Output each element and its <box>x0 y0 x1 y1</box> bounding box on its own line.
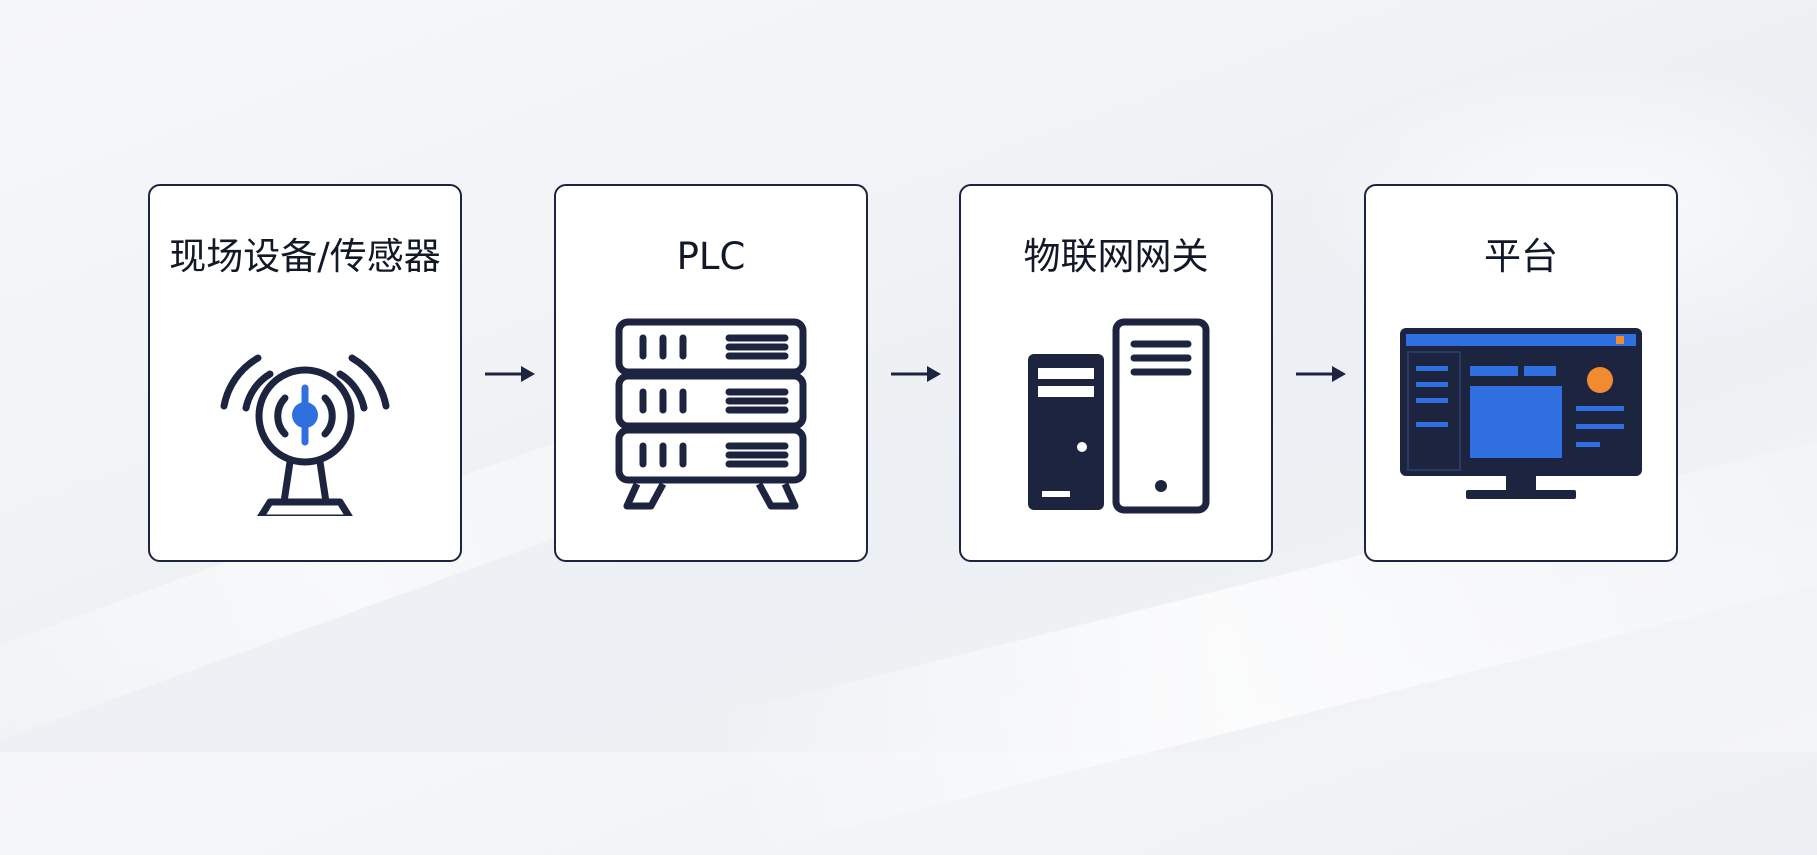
step-card-gateway: 物联网网关 <box>959 184 1273 562</box>
step-card-platform: 平台 <box>1364 184 1678 562</box>
step-card-sensor: 现场设备/传感器 <box>148 184 462 562</box>
arrow-right-icon <box>1296 366 1346 382</box>
dashboard-monitor-icon <box>1400 328 1642 499</box>
step-title-gateway: 物联网网关 <box>1023 235 1209 278</box>
arrow-right-icon <box>891 366 941 382</box>
step-card-plc: PLC <box>554 184 868 562</box>
sensor-antenna-icon <box>220 354 390 516</box>
computer-towers-icon <box>1028 318 1210 514</box>
step-title-plc: PLC <box>676 235 746 278</box>
step-title-sensor: 现场设备/传感器 <box>169 235 441 278</box>
arrow-right-icon <box>485 366 535 382</box>
server-rack-icon <box>615 318 807 510</box>
step-title-platform: 平台 <box>1484 235 1558 278</box>
